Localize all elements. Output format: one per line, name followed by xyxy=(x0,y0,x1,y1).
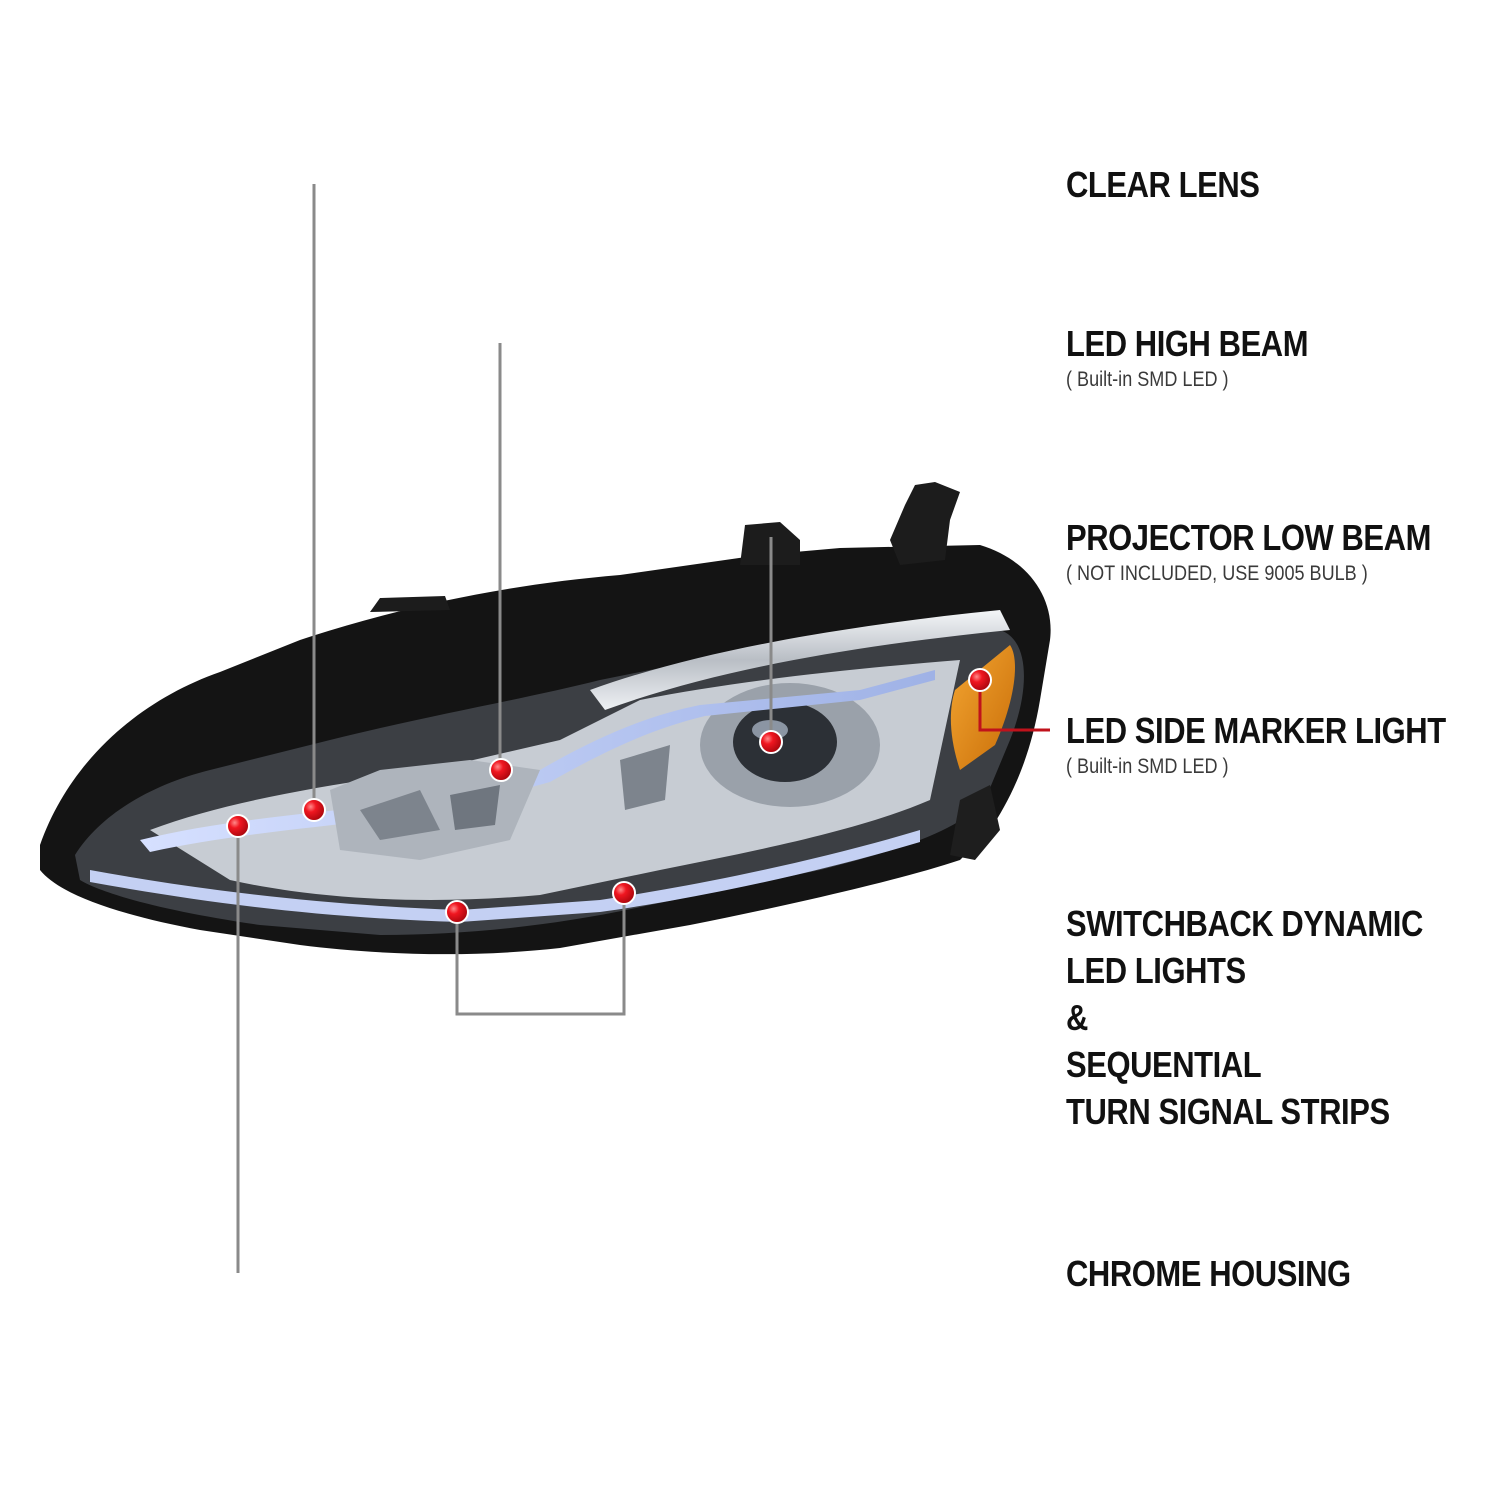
chrome-upper-band xyxy=(590,610,1010,710)
dot-clear-lens xyxy=(302,798,326,822)
callout-switchback-line-1: SWITCHBACK DYNAMIC xyxy=(1066,903,1423,944)
reflector-facet-1 xyxy=(360,790,440,840)
leader-switchback xyxy=(455,893,626,1016)
callout-led-high-beam-title: LED HIGH BEAM xyxy=(1066,323,1309,364)
callout-led-high-beam-subtitle: ( Built-in SMD LED ) xyxy=(1066,368,1229,391)
callout-led-side-marker-subtitle: ( Built-in SMD LED ) xyxy=(1066,755,1229,778)
callout-switchback-line-3: & xyxy=(1066,997,1088,1038)
callout-switchback-line-4: SEQUENTIAL xyxy=(1066,1044,1262,1085)
amber-side-marker xyxy=(950,645,1015,770)
reflector-facet-2 xyxy=(450,785,500,830)
reflector-facet-3 xyxy=(620,745,670,810)
led-strip-lower xyxy=(90,830,920,922)
mount-bracket-left xyxy=(370,596,450,612)
headlight-illustration xyxy=(40,482,1051,955)
leader-side-marker xyxy=(978,680,1050,732)
callout-clear-lens-title: CLEAR LENS xyxy=(1066,164,1260,205)
dot-chrome-housing xyxy=(226,814,250,838)
callout-chrome-housing: CHROME HOUSING xyxy=(1066,1251,1397,1297)
callout-clear-lens: CLEAR LENS xyxy=(1066,162,1291,208)
callout-projector-low-beam: PROJECTOR LOW BEAM ( NOT INCLUDED, USE 9… xyxy=(1066,515,1490,587)
callout-switchback: SWITCHBACK DYNAMIC LED LIGHTS & SEQUENTI… xyxy=(1066,900,1481,1135)
callout-switchback-line-5: TURN SIGNAL STRIPS xyxy=(1066,1091,1390,1132)
dot-projector-low-beam xyxy=(759,730,783,754)
callout-projector-low-beam-subtitle: ( NOT INCLUDED, USE 9005 BULB ) xyxy=(1066,562,1368,585)
callout-chrome-housing-title: CHROME HOUSING xyxy=(1066,1253,1351,1294)
mount-bracket-right xyxy=(890,482,960,565)
projector-lens xyxy=(733,702,837,782)
callout-led-high-beam: LED HIGH BEAM ( Built-in SMD LED ) xyxy=(1066,321,1348,393)
dot-switchback-left xyxy=(445,900,469,924)
led-strip-upper xyxy=(140,670,935,852)
dot-side-marker xyxy=(968,668,992,692)
callout-dots xyxy=(226,668,992,924)
leader-lines xyxy=(236,182,1050,1275)
rear-connector xyxy=(950,785,1000,860)
callout-projector-low-beam-title: PROJECTOR LOW BEAM xyxy=(1066,517,1431,558)
callout-led-side-marker-title: LED SIDE MARKER LIGHT xyxy=(1066,710,1446,751)
callout-led-side-marker: LED SIDE MARKER LIGHT ( Built-in SMD LED… xyxy=(1066,708,1500,780)
dot-switchback-right xyxy=(612,881,636,905)
dot-led-high-beam xyxy=(489,758,513,782)
callout-switchback-line-2: LED LIGHTS xyxy=(1066,950,1246,991)
